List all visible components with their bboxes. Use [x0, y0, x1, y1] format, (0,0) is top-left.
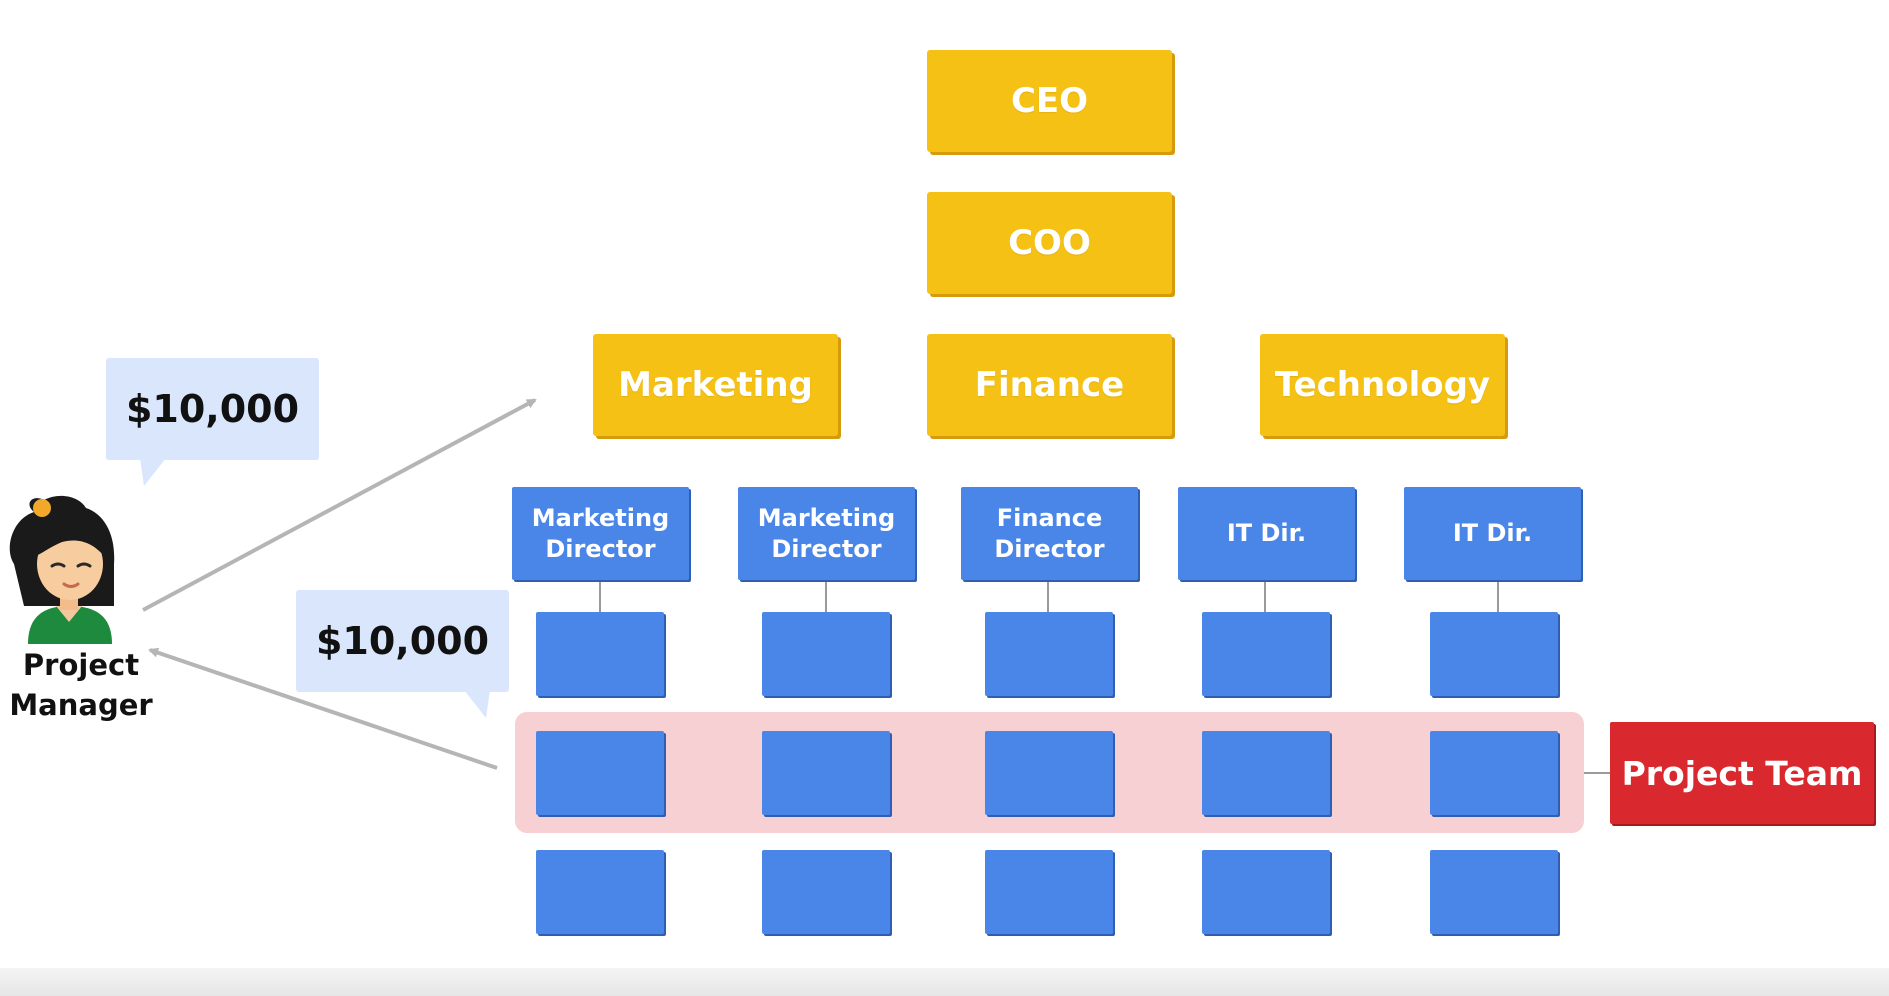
- coo-box: COO: [927, 192, 1172, 294]
- budget-amount: $10,000: [125, 387, 300, 431]
- staff-box: [1430, 850, 1558, 934]
- director-label: Marketing Director: [531, 503, 670, 563]
- director-box-3: Finance Director: [961, 487, 1138, 580]
- director-box-1: Marketing Director: [512, 487, 689, 580]
- budget-bubble-upper: $10,000: [106, 358, 319, 460]
- project-manager-label: Project Manager: [9, 648, 153, 722]
- bubble-tail-lower: [464, 690, 490, 718]
- department-label: Marketing: [618, 365, 813, 405]
- team-member-box: [1430, 731, 1558, 815]
- coo-label: COO: [1008, 223, 1091, 263]
- director-label: Finance Director: [994, 503, 1105, 563]
- department-box-marketing: Marketing: [593, 334, 838, 436]
- department-box-technology: Technology: [1260, 334, 1505, 436]
- director-label: Marketing Director: [757, 503, 896, 563]
- bubble-tail-upper: [140, 458, 166, 486]
- department-box-finance: Finance: [927, 334, 1172, 436]
- arrow-to-project-manager: [148, 647, 498, 770]
- bottom-shadow-band: [0, 968, 1889, 996]
- team-member-box: [1202, 731, 1330, 815]
- director-label: IT Dir.: [1452, 519, 1533, 547]
- staff-box: [1202, 612, 1330, 696]
- staff-box: [536, 612, 664, 696]
- staff-box: [762, 612, 890, 696]
- ceo-box: CEO: [927, 50, 1172, 152]
- project-team-label: Project Team: [1621, 753, 1863, 793]
- budget-bubble-lower: $10,000: [296, 590, 509, 692]
- team-member-box: [536, 731, 664, 815]
- staff-box: [985, 612, 1113, 696]
- department-label: Finance: [974, 365, 1125, 405]
- director-box-5: IT Dir.: [1404, 487, 1581, 580]
- staff-box: [762, 850, 890, 934]
- staff-box: [1202, 850, 1330, 934]
- project-team-box: Project Team: [1610, 722, 1874, 824]
- ceo-label: CEO: [1010, 81, 1089, 121]
- budget-amount: $10,000: [315, 619, 490, 663]
- team-member-box: [762, 731, 890, 815]
- staff-box: [985, 850, 1113, 934]
- project-manager-avatar-icon: [9, 495, 115, 644]
- staff-box: [1430, 612, 1558, 696]
- staff-box: [536, 850, 664, 934]
- team-member-box: [985, 731, 1113, 815]
- arrow-to-departments: [142, 398, 537, 612]
- director-box-2: Marketing Director: [738, 487, 915, 580]
- director-box-4: IT Dir.: [1178, 487, 1355, 580]
- department-label: Technology: [1274, 365, 1491, 405]
- director-label: IT Dir.: [1226, 519, 1307, 547]
